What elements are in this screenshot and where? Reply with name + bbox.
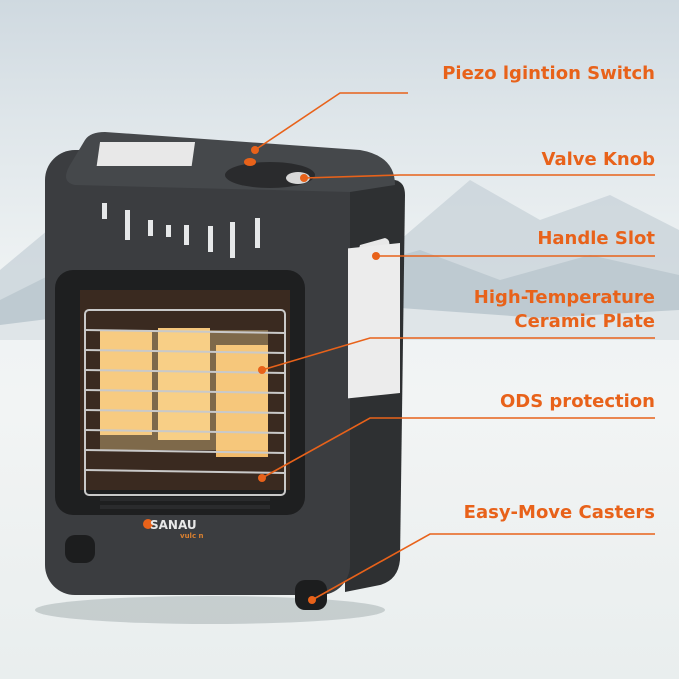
brand-model: vulc n [180, 532, 204, 540]
brand-name: SANAU [150, 518, 197, 532]
valve-knob [286, 172, 310, 184]
callout-handle-text: Handle Slot [537, 228, 655, 249]
rating-label [96, 142, 196, 166]
callout-piezo: Piezo lgintion Switch [442, 62, 655, 86]
callout-casters: Easy-Move Casters [464, 501, 655, 525]
callout-ceramic-line1: High-Temperature [473, 287, 655, 308]
callout-valve: Valve Knob [542, 148, 655, 172]
side-warning-label [348, 242, 400, 399]
callout-piezo-text: Piezo lgintion Switch [442, 63, 655, 84]
callout-handle: Handle Slot [537, 227, 655, 251]
callout-ods: ODS protection [500, 390, 655, 414]
vent-slots [102, 203, 260, 258]
callout-valve-text: Valve Knob [541, 149, 655, 170]
wire-guard [84, 309, 286, 496]
callout-casters-text: Easy-Move Casters [463, 502, 655, 523]
callout-ceramic-line2: Ceramic Plate [514, 311, 655, 332]
bottom-vents [100, 497, 270, 509]
brand-logo-icon [143, 519, 153, 529]
piezo-button [244, 158, 256, 166]
callout-ods-text: ODS protection [499, 391, 655, 412]
callout-ceramic: High-Temperature Ceramic Plate [474, 286, 655, 334]
